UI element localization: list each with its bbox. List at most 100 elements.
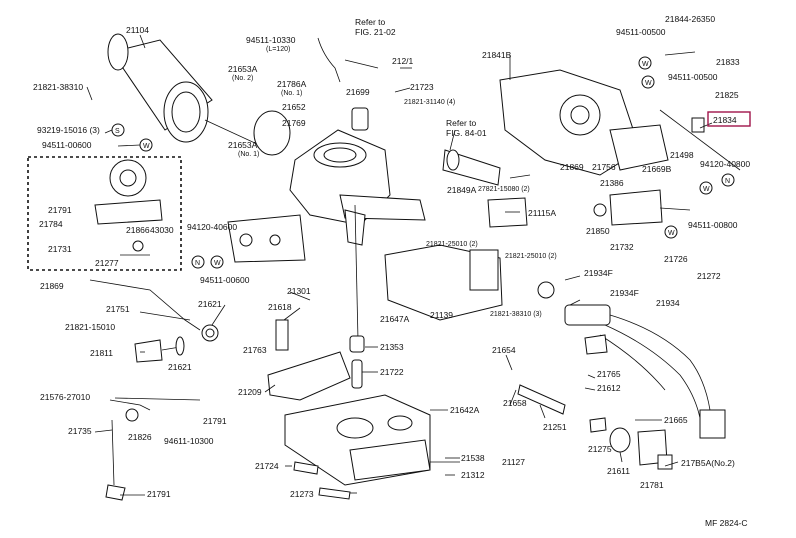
part-label[interactable]: 21769 [282,118,306,128]
part-label[interactable]: 21654 [492,345,516,355]
part-label[interactable]: 21821-25010 (2) [426,241,478,248]
part-label[interactable]: 21312 [461,470,485,480]
part-label[interactable]: 21277 [95,258,119,268]
part-label[interactable]: 21751 [106,304,130,314]
part-label[interactable]: 21209 [238,387,262,397]
part-label[interactable]: 21665 [664,415,688,425]
part-label[interactable]: 21576-27010 [40,392,90,402]
part-label[interactable]: 94511-10330 [246,35,296,45]
part-label[interactable]: 21821-15010 [65,322,115,332]
part-label[interactable]: 21850 [586,226,610,236]
part-label[interactable]: 21386 [600,178,624,188]
part-label[interactable]: 21612 [597,383,621,393]
part-label[interactable]: 21825 [715,90,739,100]
part-label[interactable]: 27821-15080 (2) [478,186,530,193]
part-label[interactable]: 94511-00500 [616,27,666,37]
part-label[interactable]: 21353 [380,342,404,352]
part-label[interactable]: 21251 [543,422,567,432]
part-label[interactable]: (No. 1) [238,151,259,158]
part-label[interactable]: 21273 [290,489,314,499]
ring-21611 [609,427,631,453]
part-label[interactable]: 21621 [168,362,192,372]
part-label[interactable]: 21275 [588,444,612,454]
carburetor-body [289,107,426,246]
subassembly-dashed-box [27,156,182,271]
part-label[interactable]: 21811 [90,348,113,358]
part-label[interactable]: 21498 [670,150,694,160]
part-label[interactable]: 21735 [68,426,92,436]
part-label[interactable]: 94511-00600 [42,140,92,150]
part-label[interactable]: 21658 [503,398,527,408]
part-label[interactable]: 21791 [147,489,171,499]
part-label[interactable]: 21934 [656,298,680,308]
part-label[interactable]: 21127 [502,457,525,467]
part-label[interactable]: 43030 [150,225,174,235]
part-label[interactable]: 21669B [642,164,672,174]
reference-line2: FIG. 21-02 [355,27,396,37]
part-label[interactable]: 21272 [697,271,721,281]
part-label[interactable]: 21849A [447,185,477,195]
part-label[interactable]: 21821-31140 (4) [404,99,455,106]
part-label[interactable]: 21841B [482,50,512,60]
part-label[interactable]: 93219-15016 (3) [37,125,100,135]
svg-text:S: S [115,128,120,135]
part-label[interactable]: 21786A [277,79,307,89]
part-label[interactable]: (No. 1) [281,90,302,97]
part-label[interactable]: 21791 [48,205,72,215]
part-label[interactable]: 21653A [228,64,258,74]
part-label[interactable]: 21104 [126,25,149,35]
part-label[interactable]: 21869 [40,281,64,291]
part-label[interactable]: 21833 [716,57,740,67]
part-label[interactable]: 94120-40600 [187,222,237,232]
float-21209 [267,351,351,401]
washer-symbols: S W N W N W W W W [111,56,735,269]
part-label[interactable]: 21869 [560,162,584,172]
part-label[interactable]: 21844-26350 [665,14,715,24]
part-label[interactable]: 21781 [640,480,664,490]
part-label[interactable]: 21538 [461,453,485,463]
part-label[interactable]: 21826 [128,432,152,442]
part-label[interactable]: 21611 [607,466,630,476]
rod-21751 [89,279,201,331]
part-label[interactable]: 21723 [410,82,434,92]
part-label[interactable]: 21784 [39,219,63,229]
part-label[interactable]: 94511-00800 [688,220,738,230]
part-label[interactable]: (L=120) [266,46,290,53]
part-label[interactable]: 21821-25010 (2) [505,253,557,260]
right-choke-assembly [499,51,741,176]
part-label[interactable]: 21821-38310 (3) [490,311,542,318]
part-label[interactable]: 21866 [126,225,150,235]
screw-21273 [318,487,351,500]
part-label[interactable]: 21732 [610,242,634,252]
part-label[interactable]: 21791 [203,416,227,426]
part-label[interactable]: 212/1 [392,56,414,66]
part-label[interactable]: 21821-38310 [33,82,83,92]
part-label[interactable]: 21699 [346,87,370,97]
part-label[interactable]: 21934F [584,268,613,278]
part-label[interactable]: 21652 [282,102,306,112]
part-label[interactable]: 21934F [610,288,639,298]
part-label[interactable]: 21765 [597,369,621,379]
screw-21724 [293,461,319,475]
part-label[interactable]: 21763 [243,345,267,355]
highlighted-part-label[interactable]: 21834 [713,115,737,125]
part-label[interactable]: 21647A [380,314,410,324]
part-label[interactable]: 21642A [450,405,480,415]
part-label[interactable]: 94611-10300 [164,436,214,446]
part-label[interactable]: 21301 [287,286,311,296]
part-label[interactable]: 21756 [592,162,616,172]
part-label[interactable]: 217B5A(No.2) [681,458,735,468]
part-label[interactable]: 21653A [228,140,258,150]
part-label[interactable]: 21722 [380,367,404,377]
part-label[interactable]: 21726 [664,254,688,264]
part-label[interactable]: 21621 [198,299,222,309]
part-label[interactable]: 94511-00500 [668,72,718,82]
part-label[interactable]: 21724 [255,461,279,471]
part-label[interactable]: (No. 2) [232,75,253,82]
part-label[interactable]: 21115A [528,208,556,218]
part-label[interactable]: 94120-40800 [700,159,750,169]
part-label[interactable]: 21731 [48,244,72,254]
part-label[interactable]: 21139 [430,310,453,320]
part-label[interactable]: 21618 [268,302,292,312]
part-label[interactable]: 94511-00600 [200,275,250,285]
